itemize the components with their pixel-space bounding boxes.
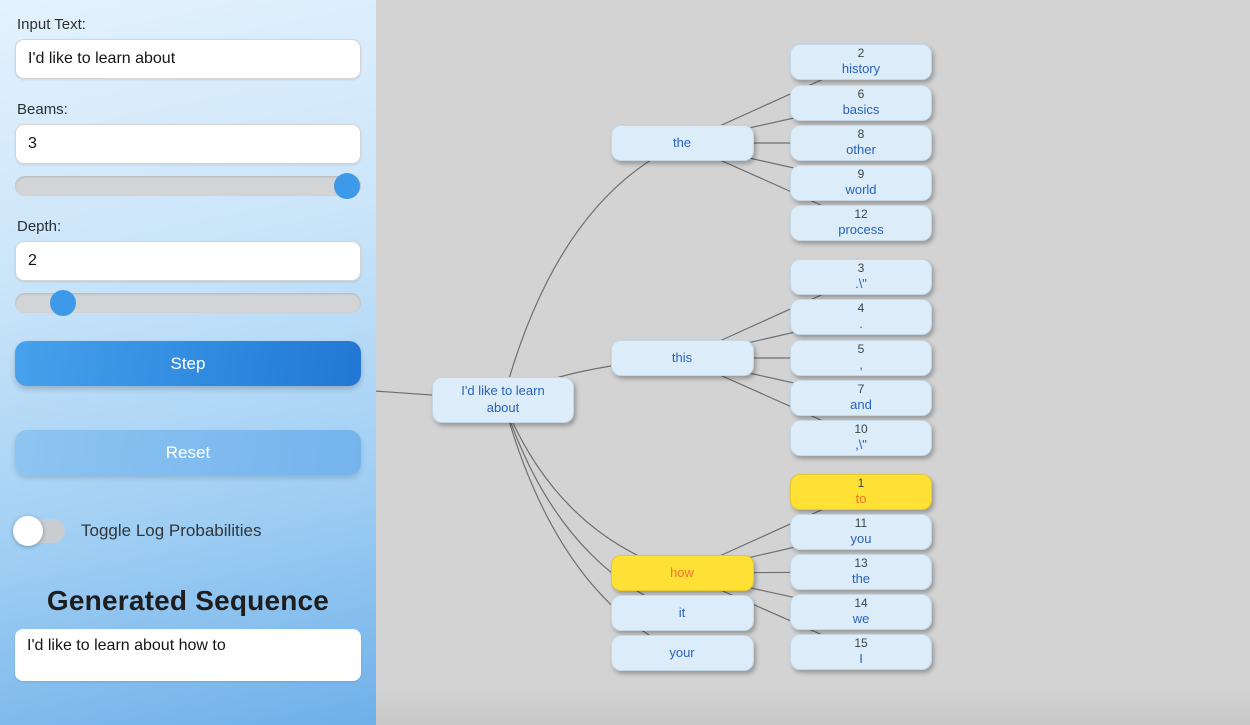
node-rank: 14 — [854, 595, 868, 610]
node-rank: 3 — [857, 260, 865, 275]
node-token: . — [859, 316, 863, 332]
input-text-label: Input Text: — [17, 16, 86, 33]
tree-node-the[interactable]: the — [610, 125, 754, 161]
node-token: ,\" — [855, 437, 867, 453]
input-text-field[interactable] — [15, 39, 361, 79]
node-rank: 4 — [857, 300, 865, 315]
tree-node-3-quote[interactable]: 3.\" — [790, 259, 932, 295]
node-token: we — [852, 611, 870, 627]
tree-node-it[interactable]: it — [610, 595, 754, 631]
node-rank: 13 — [854, 555, 868, 570]
node-rank: 1 — [857, 475, 865, 490]
node-token: , — [859, 357, 863, 373]
log-prob-toggle[interactable] — [13, 516, 65, 546]
node-token: you — [850, 531, 872, 547]
tree-node-5-comma[interactable]: 5, — [790, 340, 932, 376]
node-token: how — [670, 564, 694, 580]
node-rank: 10 — [854, 421, 868, 436]
generated-sequence-output[interactable]: I'd like to learn about how to — [15, 629, 361, 681]
node-rank: 12 — [854, 206, 868, 221]
step-button[interactable]: Step — [15, 341, 361, 386]
tree-node-how[interactable]: how — [610, 555, 754, 591]
beams-field[interactable] — [15, 124, 361, 164]
reset-button[interactable]: Reset — [15, 430, 361, 475]
node-token: .\" — [855, 276, 867, 292]
node-token: process — [838, 222, 884, 238]
node-token: the — [851, 571, 871, 587]
node-token: to — [855, 491, 867, 507]
node-token: and — [850, 397, 872, 413]
node-rank: 7 — [857, 381, 865, 396]
depth-field[interactable] — [15, 241, 361, 281]
node-rank: 6 — [857, 86, 865, 101]
depth-slider[interactable] — [15, 290, 361, 316]
beams-label: Beams: — [17, 101, 68, 118]
node-token: basics — [842, 102, 880, 118]
log-prob-toggle-label: Toggle Log Probabilities — [81, 521, 262, 540]
node-rank: 2 — [857, 45, 865, 60]
node-token: the — [672, 134, 692, 150]
node-token: this — [671, 349, 693, 365]
beams-slider-thumb[interactable] — [334, 173, 361, 199]
log-prob-toggle-knob[interactable] — [13, 516, 43, 546]
node-token: world — [845, 182, 877, 198]
tree-canvas: I'd like to learn about the this how it your 2… — [376, 0, 1250, 725]
generated-sequence-heading: Generated Sequence — [46, 585, 330, 616]
beams-slider[interactable] — [15, 173, 361, 199]
sidebar: Input Text: Beams: Depth: Step Reset Tog… — [0, 0, 376, 725]
tree-node-10-quote[interactable]: 10,\" — [790, 420, 932, 456]
tree-node-4-period[interactable]: 4. — [790, 299, 932, 335]
node-token: other — [846, 142, 876, 158]
log-prob-toggle-row: Toggle Log Probabilities — [13, 516, 361, 546]
tree-edge — [502, 399, 683, 574]
node-token: it — [678, 604, 686, 620]
tree-node-root[interactable]: I'd like to learn about — [432, 377, 574, 423]
node-token: I — [859, 651, 863, 667]
node-rank: 8 — [857, 126, 865, 141]
node-rank: 5 — [857, 341, 865, 356]
node-token: your — [669, 644, 695, 660]
tree-node-this[interactable]: this — [610, 340, 754, 376]
node-token: I'd like to learn about — [461, 383, 545, 415]
node-rank: 9 — [857, 166, 865, 181]
depth-slider-thumb[interactable] — [50, 290, 77, 316]
node-rank: 11 — [854, 515, 868, 530]
depth-label: Depth: — [17, 218, 62, 235]
tree-node-your[interactable]: your — [610, 635, 754, 671]
node-token: history — [841, 61, 881, 77]
node-rank: 15 — [854, 635, 868, 650]
